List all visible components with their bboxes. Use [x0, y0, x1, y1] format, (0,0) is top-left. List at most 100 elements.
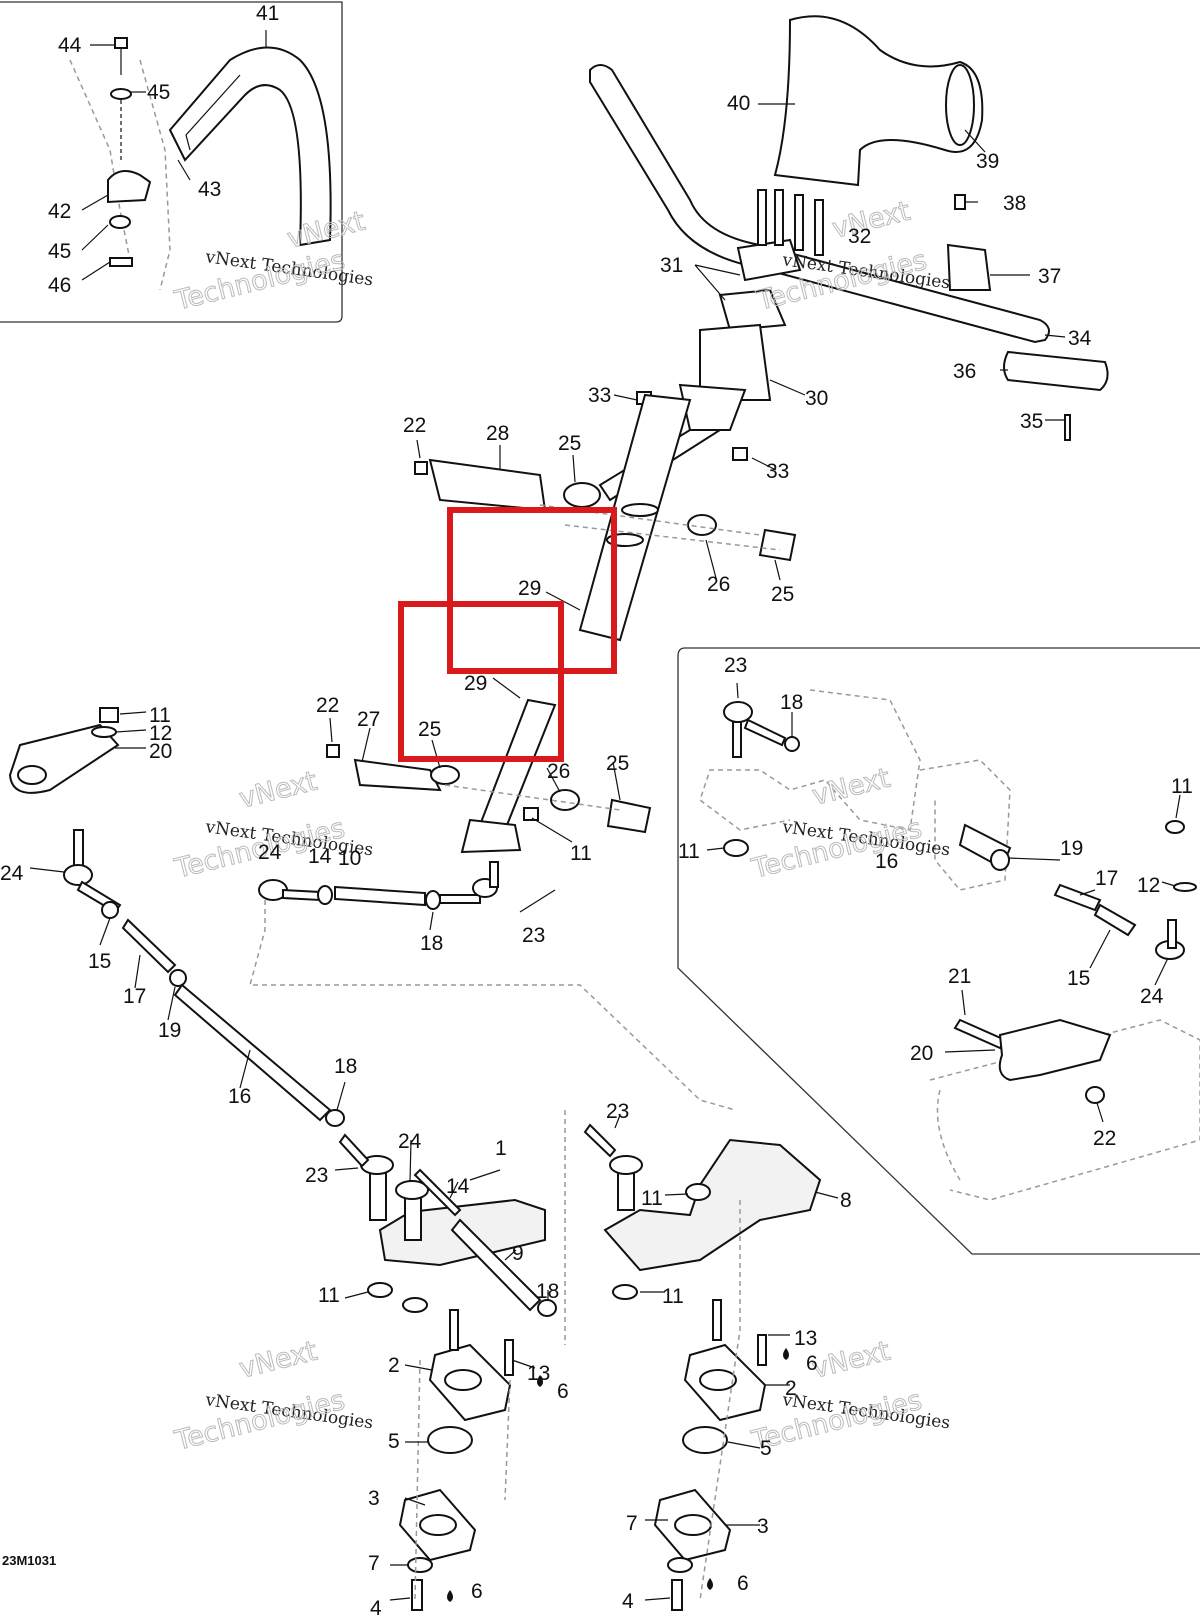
callout-33: 33: [588, 384, 611, 407]
leader-lines: [29, 30, 1181, 1601]
callout-29: 29: [464, 672, 487, 695]
inset-frame-top-left: [0, 1, 343, 323]
svg-text:vNext: vNext: [809, 763, 893, 812]
callout-24: 24: [398, 1130, 422, 1153]
callout-7: 7: [368, 1552, 380, 1575]
callout-3: 3: [757, 1515, 769, 1538]
callout-14: 14: [446, 1175, 470, 1198]
callout-12: 12: [149, 722, 172, 745]
callout-19: 19: [1060, 837, 1083, 860]
callout-27: 27: [357, 708, 380, 731]
callout-2: 2: [388, 1354, 400, 1377]
highlight-box-part-29-lower: [398, 601, 564, 762]
callout-25: 25: [606, 752, 629, 775]
callout-3: 3: [368, 1487, 380, 1510]
tie-rod-center: [249, 861, 736, 1111]
callout-23: 23: [724, 654, 747, 677]
callout-33: 33: [766, 460, 789, 483]
callout-7: 7: [626, 1512, 638, 1535]
callout-11: 11: [570, 842, 592, 865]
callout-23: 23: [606, 1100, 629, 1123]
callout-24: 24: [1140, 985, 1164, 1008]
callout-1: 1: [495, 1137, 507, 1160]
callout-11: 11: [1171, 775, 1193, 798]
figure-code: 23M1031: [2, 1553, 56, 1568]
callout-18: 18: [536, 1280, 559, 1303]
callout-34: 34: [1068, 327, 1092, 350]
callout-38: 38: [1003, 192, 1026, 215]
callout-5: 5: [760, 1437, 772, 1460]
steering-column-upper: [414, 393, 797, 642]
callout-24: 24: [0, 862, 24, 885]
callout-26: 26: [547, 760, 570, 783]
callout-15: 15: [88, 950, 111, 973]
lower-left-spindle: [338, 1133, 557, 1611]
callout-6: 6: [737, 1572, 749, 1595]
callout-11: 11: [678, 840, 700, 863]
callout-24: 24: [258, 841, 282, 864]
watermarks: vNext Technologies Technologies vNext vN…: [171, 195, 952, 1457]
callout-16: 16: [875, 850, 898, 873]
callout-43: 43: [198, 178, 221, 201]
callout-9: 9: [512, 1242, 524, 1265]
callout-25: 25: [771, 583, 794, 606]
callout-11: 11: [641, 1187, 663, 1210]
handlebar-pad-inset: [69, 37, 332, 291]
callout-11: 11: [662, 1285, 684, 1308]
callout-40: 40: [727, 92, 750, 115]
tie-rod-left: [8, 707, 345, 1127]
callout-44: 44: [58, 34, 82, 57]
callout-19: 19: [158, 1019, 181, 1042]
callout-26: 26: [707, 573, 730, 596]
inset-frame-right: [677, 647, 1200, 1255]
callout-22: 22: [1093, 1127, 1116, 1150]
callout-20: 20: [910, 1042, 933, 1065]
riser-bolts: [757, 189, 824, 256]
callout-6: 6: [806, 1352, 818, 1375]
svg-text:Technologies: Technologies: [171, 1385, 348, 1457]
callout-36: 36: [953, 360, 976, 383]
svg-text:vNext: vNext: [809, 1336, 893, 1385]
callout-22: 22: [316, 694, 339, 717]
callout-45: 45: [48, 240, 71, 263]
callout-37: 37: [1038, 265, 1061, 288]
callout-22: 22: [403, 414, 426, 437]
callout-11: 11: [318, 1284, 340, 1307]
callout-17: 17: [123, 985, 146, 1008]
callout-6: 6: [471, 1580, 483, 1603]
callout-42: 42: [48, 200, 71, 223]
callout-29: 29: [518, 577, 541, 600]
callout-2: 2: [785, 1377, 797, 1400]
callout-35: 35: [1020, 410, 1043, 433]
callout-14: 14: [308, 845, 332, 868]
callout-31: 31: [660, 254, 683, 277]
callout-4: 4: [370, 1597, 382, 1620]
callout-18: 18: [780, 691, 803, 714]
steering-column-lower: [326, 698, 652, 854]
callout-12: 12: [1137, 874, 1160, 897]
lubricant-drops: [447, 1348, 789, 1602]
callout-17: 17: [1095, 867, 1118, 890]
callout-25: 25: [558, 432, 581, 455]
callout-6: 6: [557, 1380, 569, 1403]
handlebar-assembly: [589, 15, 1109, 502]
callout-25: 25: [418, 718, 441, 741]
callout-23: 23: [522, 924, 545, 947]
callout-4: 4: [622, 1590, 634, 1613]
callout-18: 18: [420, 932, 443, 955]
right-inset-assembly: [699, 689, 1200, 1201]
callout-8: 8: [840, 1189, 852, 1212]
svg-text:vNext: vNext: [236, 766, 320, 815]
callout-39: 39: [976, 150, 999, 173]
callout-11: 11: [149, 704, 171, 727]
callout-18: 18: [334, 1055, 357, 1078]
svg-text:vNext: vNext: [236, 1336, 320, 1385]
callout-23: 23: [305, 1164, 328, 1187]
callout-32: 32: [848, 225, 871, 248]
callout-28: 28: [486, 422, 509, 445]
callout-46: 46: [48, 274, 71, 297]
callout-45: 45: [147, 81, 170, 104]
callout-13: 13: [794, 1327, 817, 1350]
callout-41: 41: [256, 2, 279, 25]
